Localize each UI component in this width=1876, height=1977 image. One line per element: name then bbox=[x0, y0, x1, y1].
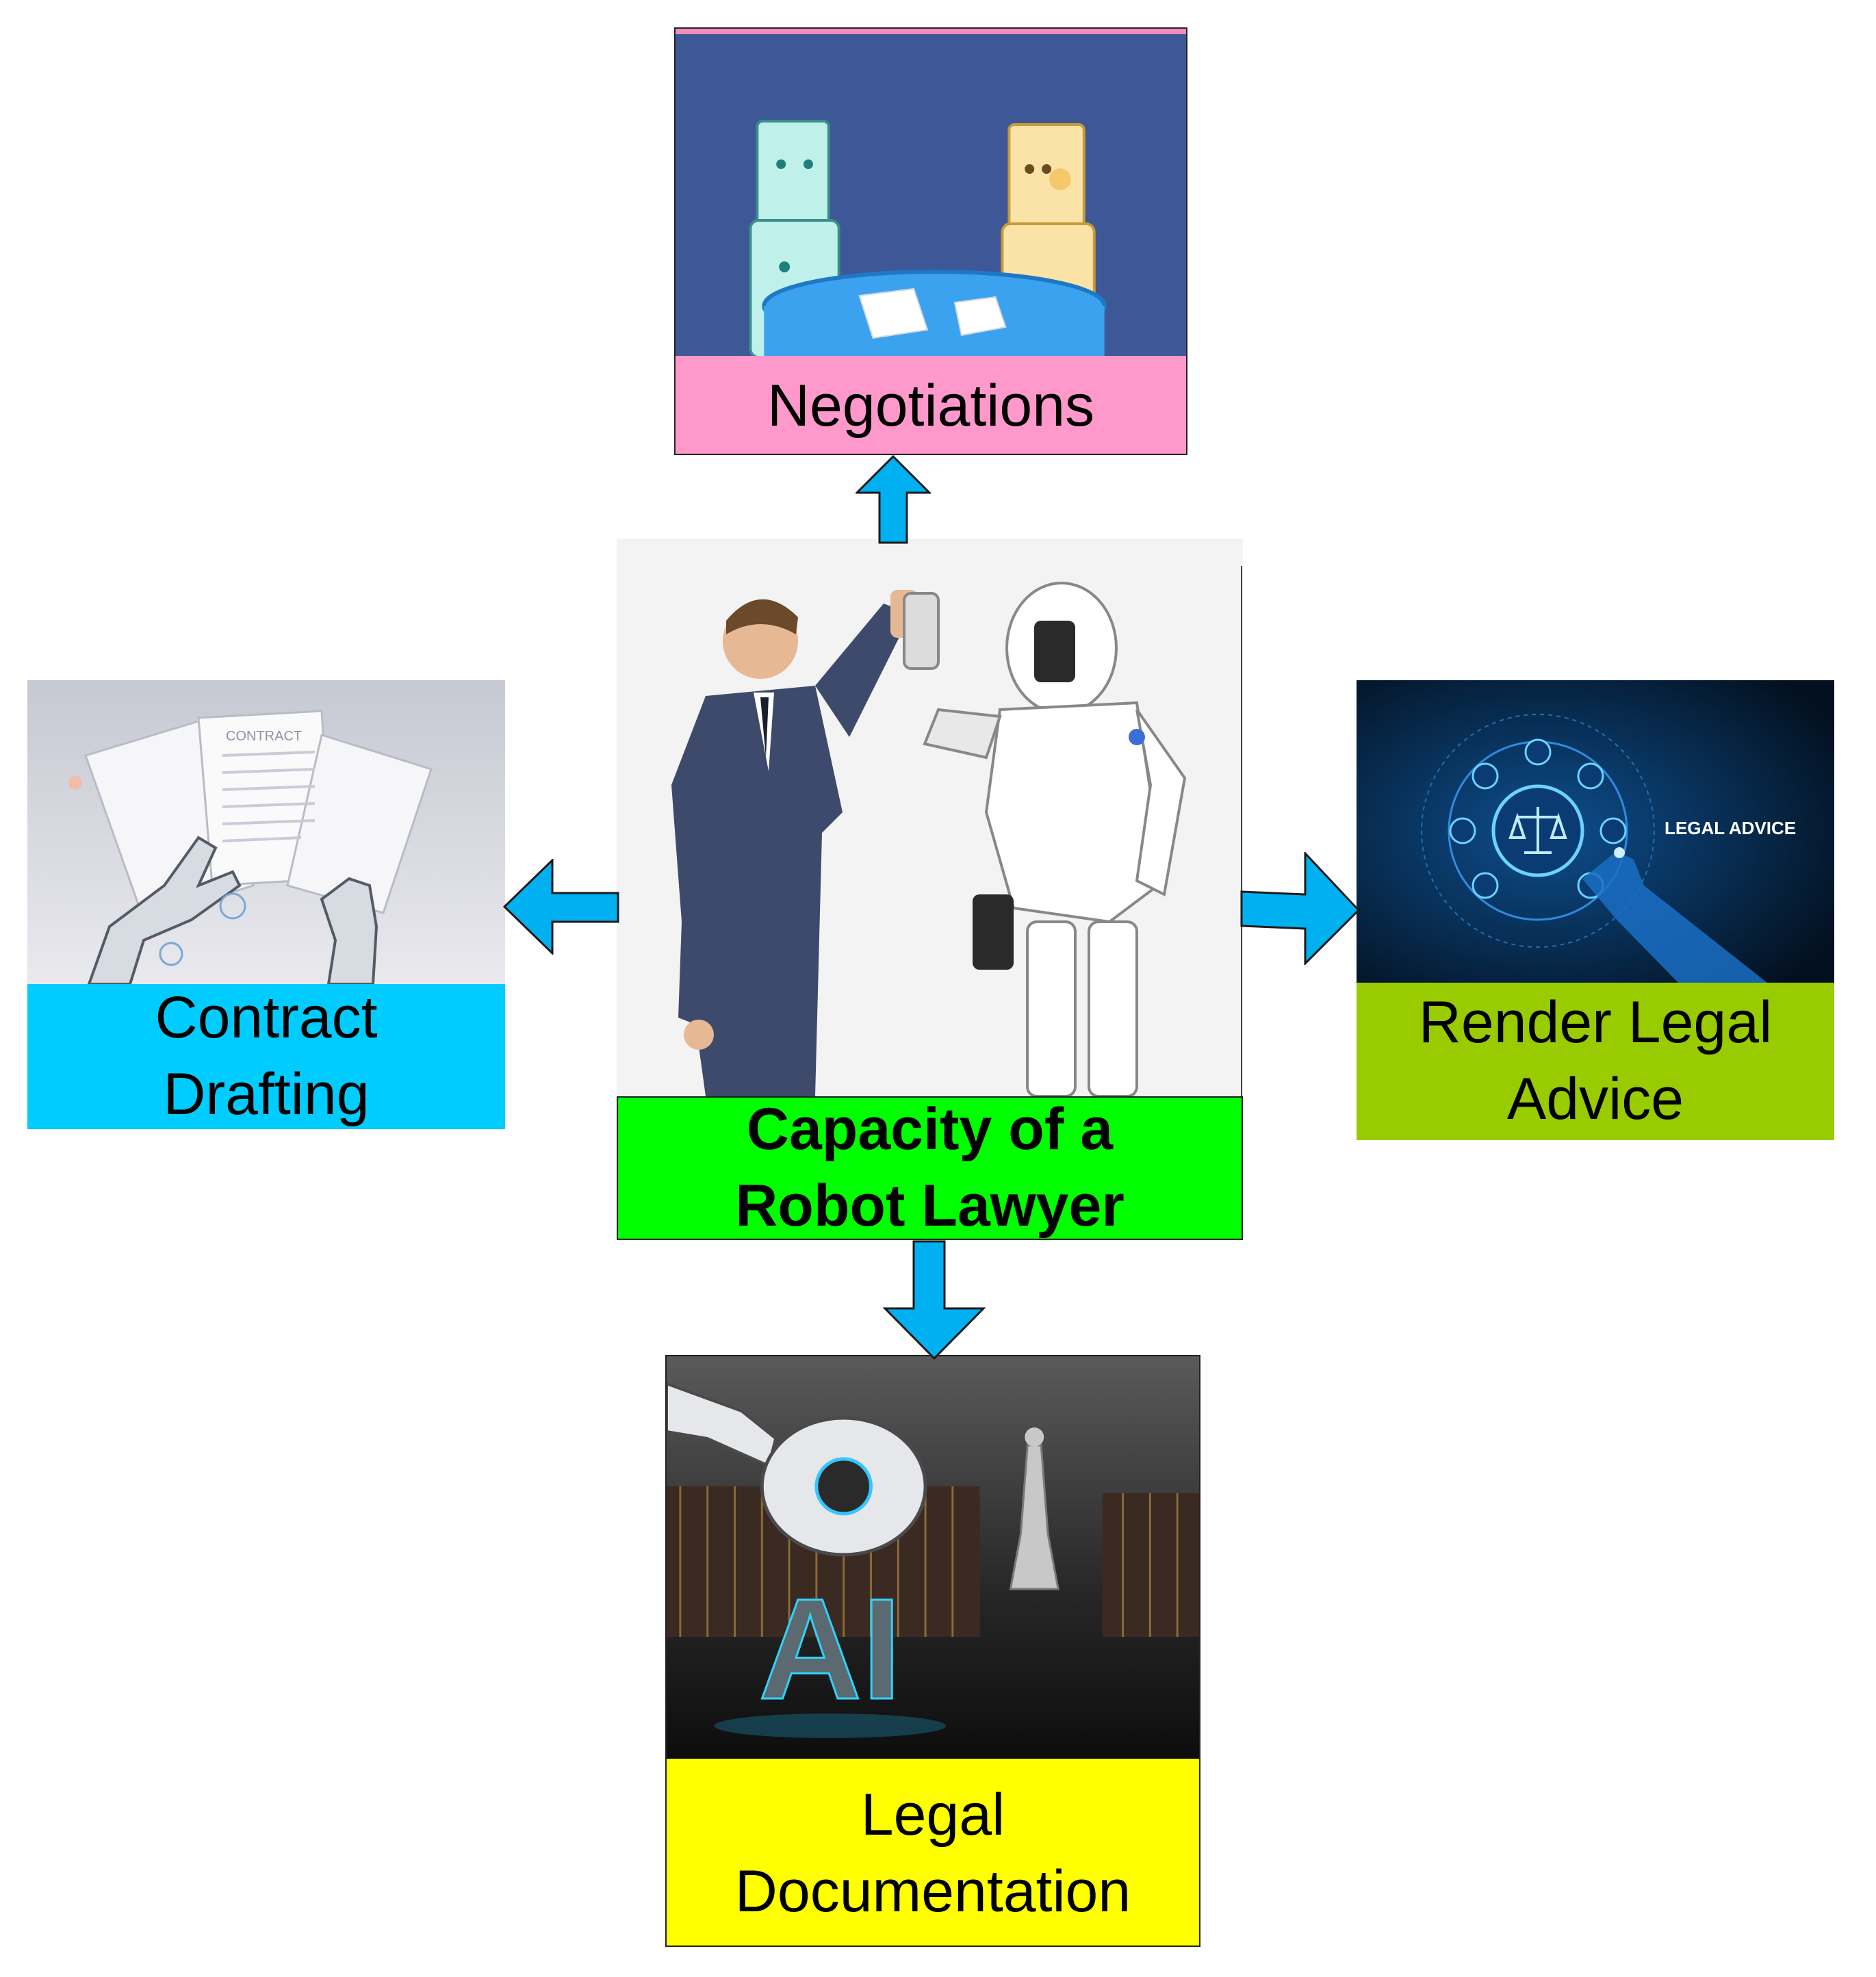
arrow-up-to-negotiations bbox=[856, 455, 931, 544]
legal-documentation-label: Legal Documentation bbox=[734, 1781, 1131, 1924]
arrow-right-to-advice bbox=[1240, 852, 1360, 965]
arrow-left-to-contract bbox=[503, 859, 619, 955]
contract-drafting-image: CONTRACT bbox=[27, 680, 505, 984]
legal-documentation-card: AI Legal Documentation bbox=[665, 1355, 1200, 1947]
legal-documentation-caption: Legal Documentation bbox=[667, 1759, 1199, 1946]
robot-lawyer-image bbox=[617, 539, 1243, 1096]
legal-advice-caption: Render Legal Advice bbox=[1357, 983, 1834, 1140]
negotiations-card: Negotiations bbox=[674, 27, 1187, 455]
legal-advice-image: LEGAL ADVICE bbox=[1357, 680, 1834, 983]
arrow-down-to-documentation bbox=[883, 1240, 986, 1360]
svg-text:CONTRACT: CONTRACT bbox=[226, 729, 302, 744]
legal-advice-card: LEGAL ADVICE Render Legal Advice bbox=[1357, 680, 1834, 1140]
contract-drafting-card: CONTRACT Contract Drafting bbox=[27, 680, 505, 1129]
legal-documentation-image: AI bbox=[667, 1356, 1199, 1759]
negotiations-label: Negotiations bbox=[767, 373, 1095, 439]
svg-text:LEGAL ADVICE: LEGAL ADVICE bbox=[1665, 818, 1796, 838]
contract-drafting-label: Contract Drafting bbox=[155, 985, 378, 1127]
contract-drafting-caption: Contract Drafting bbox=[27, 984, 505, 1129]
legal-advice-label: Render Legal Advice bbox=[1418, 990, 1773, 1132]
svg-text:AI: AI bbox=[758, 1569, 901, 1730]
negotiations-caption: Negotiations bbox=[676, 356, 1186, 454]
robot-lawyer-card: Capacity of a Robot Lawyer bbox=[617, 539, 1243, 1240]
robot-lawyer-label: Capacity of a Robot Lawyer bbox=[735, 1096, 1125, 1239]
negotiations-image bbox=[676, 29, 1186, 356]
robot-lawyer-caption: Capacity of a Robot Lawyer bbox=[617, 1096, 1243, 1240]
